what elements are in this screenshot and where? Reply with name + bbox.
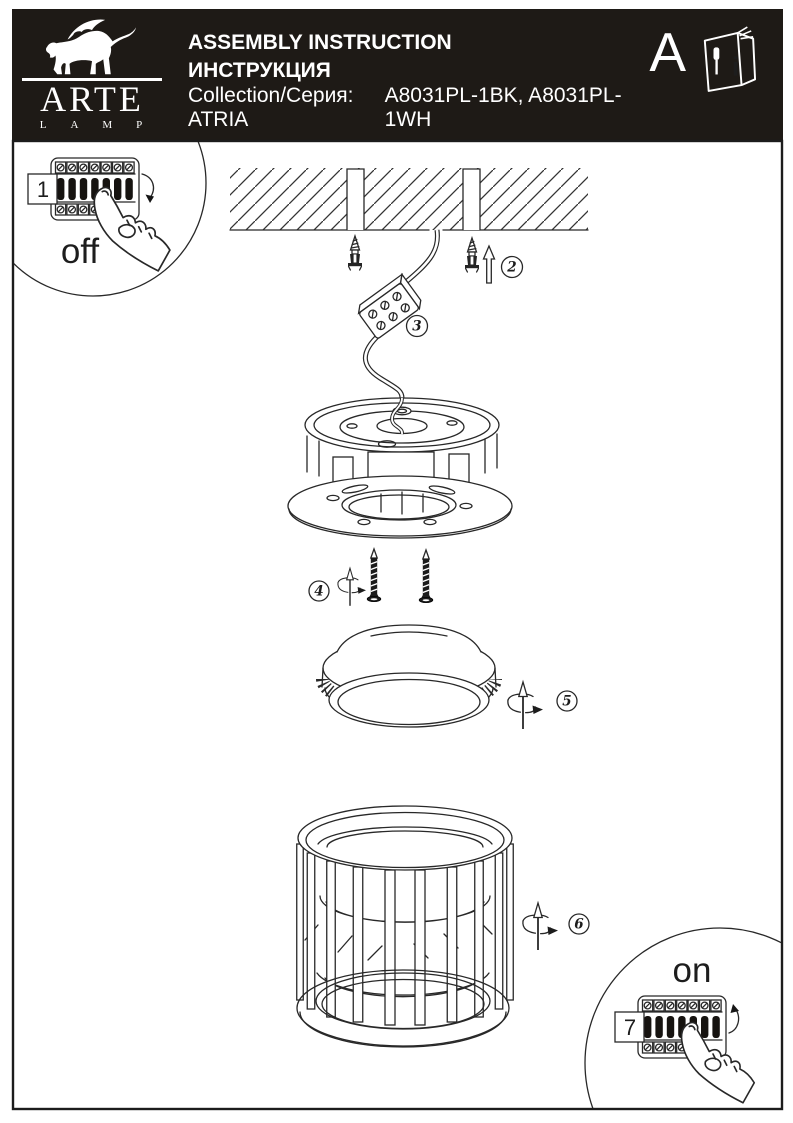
step7-number: 7	[624, 1015, 636, 1040]
step-badge-5: 5	[556, 690, 578, 712]
step1-number: 1	[37, 177, 49, 202]
svg-text:4: 4	[314, 584, 323, 600]
module-rotation-icon	[508, 682, 543, 729]
svg-text:3: 3	[412, 319, 421, 335]
winged-lion-logo-icon	[36, 17, 148, 77]
instruction-booklet-icon: i	[699, 25, 757, 98]
header-titles: ASSEMBLY INSTRUCTION ИНСТРУКЦИЯ Collecti…	[172, 9, 639, 141]
rotate-up-arrow-icon	[728, 1004, 740, 1034]
brand-subname: LAMP	[39, 118, 167, 131]
header: ARTE LAMP ASSEMBLY INSTRUCTION ИНСТРУКЦИ…	[12, 9, 783, 141]
wall-anchor	[347, 235, 363, 271]
step-badge-2: 2	[500, 255, 524, 279]
mounting-bracket	[287, 397, 513, 539]
brand-logo: ARTE LAMP	[12, 9, 172, 141]
page-title-ru: ИНСТРУКЦИЯ	[188, 58, 331, 82]
collection-text: Collection/Серия: ATRIA	[188, 84, 354, 132]
lamp-shade	[296, 805, 514, 1048]
page-title: ASSEMBLY INSTRUCTION	[188, 31, 452, 54]
svg-text:6: 6	[574, 917, 584, 933]
booklet-info-letter: i	[732, 51, 739, 81]
drill-hole	[346, 168, 365, 231]
mounting-screw	[366, 548, 382, 603]
drill-hole	[462, 168, 481, 231]
svg-text:5: 5	[562, 694, 571, 710]
step1-callout: 1 off	[13, 142, 207, 297]
rotate-down-arrow-icon	[141, 173, 155, 203]
wall-anchor	[464, 237, 480, 273]
step-badge-4: 4	[308, 580, 330, 602]
mounting-screw	[418, 549, 434, 604]
content-border	[11, 139, 784, 1111]
ceiling	[229, 168, 589, 231]
up-arrow-icon	[482, 244, 496, 284]
shade-rotation-icon	[523, 903, 558, 950]
doc-badge: A i	[639, 9, 783, 141]
step-badge-6: 6	[568, 913, 590, 935]
on-label: on	[673, 951, 712, 990]
doc-letter: A	[649, 21, 686, 83]
screw-rotation-icon	[336, 566, 368, 608]
svg-text:2: 2	[506, 260, 516, 276]
lamp-module	[316, 624, 502, 728]
step-badge-3: 3	[405, 314, 429, 338]
step7-callout: on 7	[584, 927, 782, 1108]
model-numbers: A8031PL-1BK, A8031PL-1WH	[384, 84, 622, 132]
terminal-block	[357, 272, 422, 339]
off-label: off	[61, 232, 100, 271]
logo-divider	[22, 78, 162, 81]
brand-name: ARTE	[40, 79, 144, 119]
